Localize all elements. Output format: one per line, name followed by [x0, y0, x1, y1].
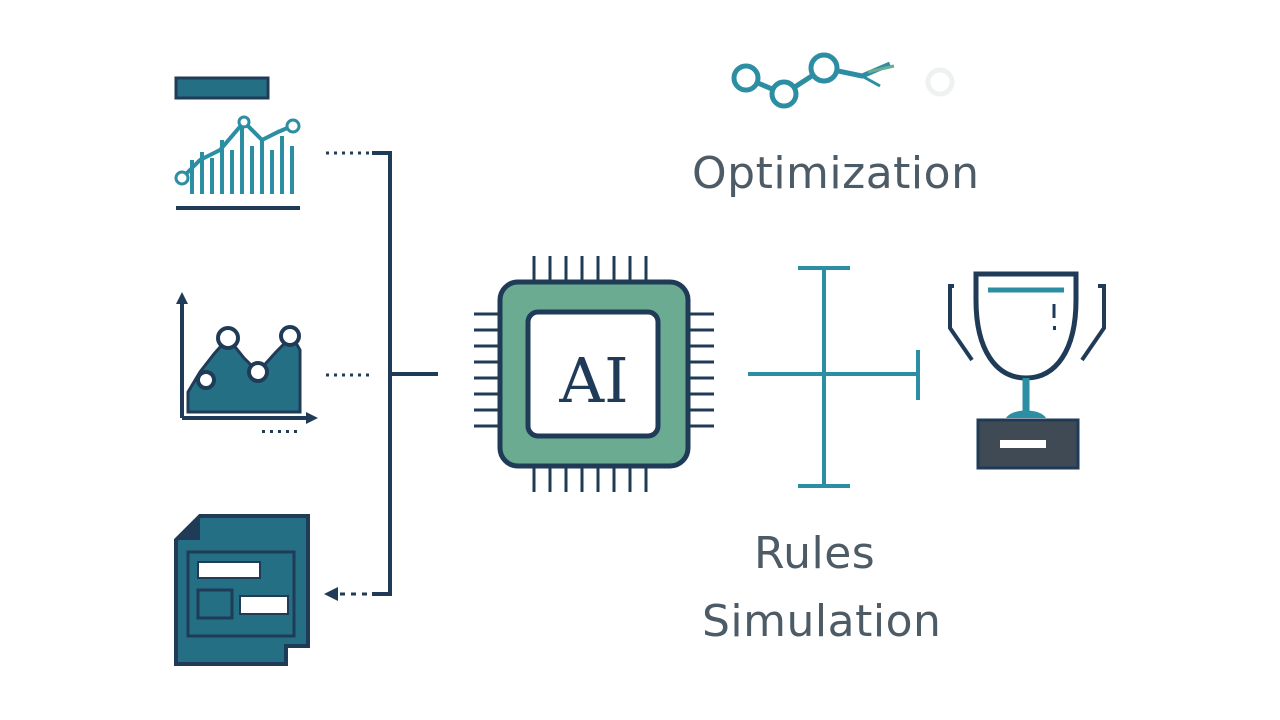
line-chart-icon [174, 76, 301, 210]
arrow-head-icon [324, 587, 338, 601]
ai-chip-icon: AI [474, 256, 714, 492]
simulation-label: Simulation [702, 596, 942, 647]
optimization-label: Optimization [692, 148, 980, 199]
connector-lines [326, 151, 438, 596]
scatter-chart-icon [176, 292, 318, 433]
document-icon [174, 514, 310, 666]
rules-label: Rules [754, 528, 876, 579]
trophy-icon [948, 271, 1106, 470]
network-nodes-icon [731, 52, 955, 109]
chip-label: AI [558, 344, 628, 417]
cross-connector [748, 266, 920, 488]
